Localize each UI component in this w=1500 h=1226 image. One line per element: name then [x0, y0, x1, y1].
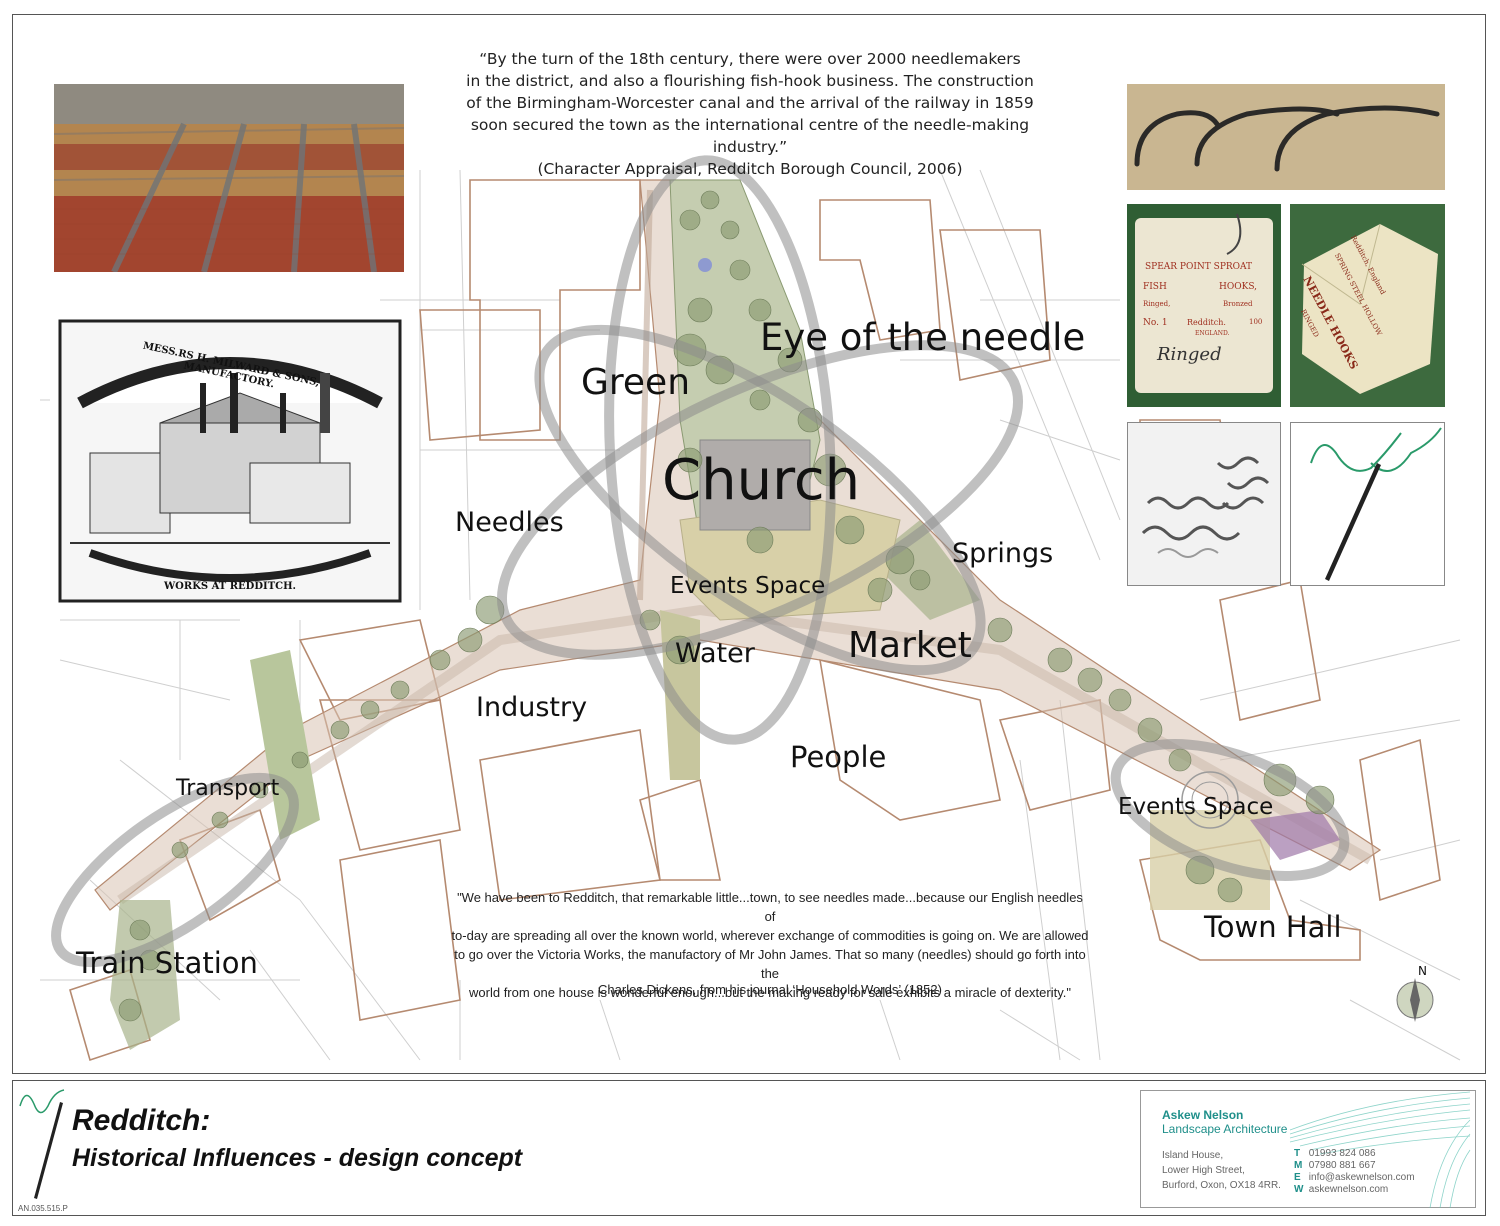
needle-thread-photo — [1290, 422, 1445, 586]
contact-email[interactable]: E info@askewnelson.com — [1294, 1172, 1415, 1183]
needle-thread-logo-icon — [19, 1089, 65, 1199]
box1-line4: Ringed, — [1143, 300, 1171, 308]
company-name: Askew Nelson — [1162, 1108, 1244, 1122]
label-water: Water — [675, 638, 755, 669]
quote-line: world from one house is wonderful enough… — [469, 985, 1071, 1000]
quote-line: soon secured the town as the internation… — [470, 116, 1030, 156]
box1-line8: 100 — [1249, 318, 1263, 326]
paving-photo — [54, 84, 404, 272]
box1-line2: FISH — [1143, 282, 1167, 292]
address-line: Island House, — [1162, 1150, 1224, 1161]
label-town-hall: Town Hall — [1204, 910, 1342, 944]
label-church: Church — [662, 448, 861, 513]
box1-line6: No. 1 — [1143, 318, 1168, 328]
box1-line7: Redditch. — [1187, 318, 1226, 327]
address-line: Burford, Oxon, OX18 4RR. — [1162, 1180, 1281, 1191]
label-train-station: Train Station — [76, 946, 258, 980]
company-panel: Askew Nelson Landscape Architecture Isla… — [1140, 1090, 1476, 1208]
company-address: Island House, Lower High Street, Burford… — [1162, 1148, 1281, 1193]
label-green: Green — [581, 362, 691, 403]
north-label: N — [1418, 964, 1427, 978]
box1-line1: SPEAR POINT SPROAT — [1145, 262, 1253, 272]
quote-line: to-day are spreading all over the known … — [451, 928, 1089, 943]
wave-pattern-icon — [1140, 1090, 1476, 1208]
top-quote: “By the turn of the 18th century, there … — [440, 48, 1060, 180]
concept-ribbons — [51, 155, 1350, 968]
label-springs: Springs — [952, 538, 1054, 569]
north-arrow-icon — [1396, 978, 1434, 1022]
label-industry: Industry — [476, 692, 588, 723]
box1-line5: Bronzed — [1223, 300, 1253, 308]
contact-mobile: M 07980 881 667 — [1294, 1160, 1376, 1171]
drawing-subtitle: Historical Influences - design concept — [72, 1144, 523, 1172]
company-subtitle: Landscape Architecture — [1162, 1122, 1288, 1136]
quote-citation: (Character Appraisal, Redditch Borough C… — [537, 160, 963, 178]
hook-box-photo-1: SPEAR POINT SPROAT FISH HOOKS, Ringed, B… — [1127, 204, 1281, 407]
box1-line9: ENGLAND. — [1195, 330, 1230, 337]
quote-line: to go over the Victoria Works, the manuf… — [454, 947, 1086, 981]
quote-line: of the Birmingham-Worcester canal and th… — [466, 94, 1034, 112]
springs-photo — [1127, 422, 1281, 586]
label-needles: Needles — [455, 507, 564, 538]
dickens-quote: "We have been to Redditch, that remarkab… — [450, 888, 1090, 1002]
label-events-space: Events Space — [670, 573, 826, 599]
quote-author: Charles Dickens, from his journal ‘House… — [598, 982, 942, 997]
label-eye-of-needle: Eye of the needle — [760, 316, 1086, 359]
fish-hooks-photo — [1127, 84, 1445, 190]
box1-line3: HOOKS, — [1219, 282, 1258, 292]
engraving-caption: WORKS AT REDDITCH. — [163, 581, 297, 592]
label-transport: Transport — [176, 776, 280, 801]
quote-line: “By the turn of the 18th century, there … — [479, 50, 1021, 68]
milward-engraving: MESS.RS H. MILWARD & SONS, MANUFACTORY. … — [50, 313, 410, 607]
label-events-space-town-hall: Events Space — [1118, 794, 1274, 820]
label-people: People — [790, 740, 887, 774]
address-line: Lower High Street, — [1162, 1165, 1245, 1176]
quote-line: in the district, and also a flourishing … — [466, 72, 1034, 90]
label-market: Market — [848, 625, 972, 666]
drawing-title: Redditch: — [72, 1104, 211, 1137]
quote-line: "We have been to Redditch, that remarkab… — [457, 890, 1083, 924]
company-contacts: T 01993 824 086 M 07980 881 667 E info@a… — [1294, 1148, 1415, 1196]
box1-handwriting: Ringed — [1157, 344, 1222, 365]
contact-website[interactable]: W askewnelson.com — [1294, 1184, 1389, 1195]
contact-phone: T 01993 824 086 — [1294, 1148, 1376, 1159]
drawing-code: AN.035.515.P — [18, 1204, 68, 1213]
hook-box-photo-2: NEEDLE HOOKS SPRING STEEL HOLLOW Redditc… — [1290, 204, 1445, 407]
